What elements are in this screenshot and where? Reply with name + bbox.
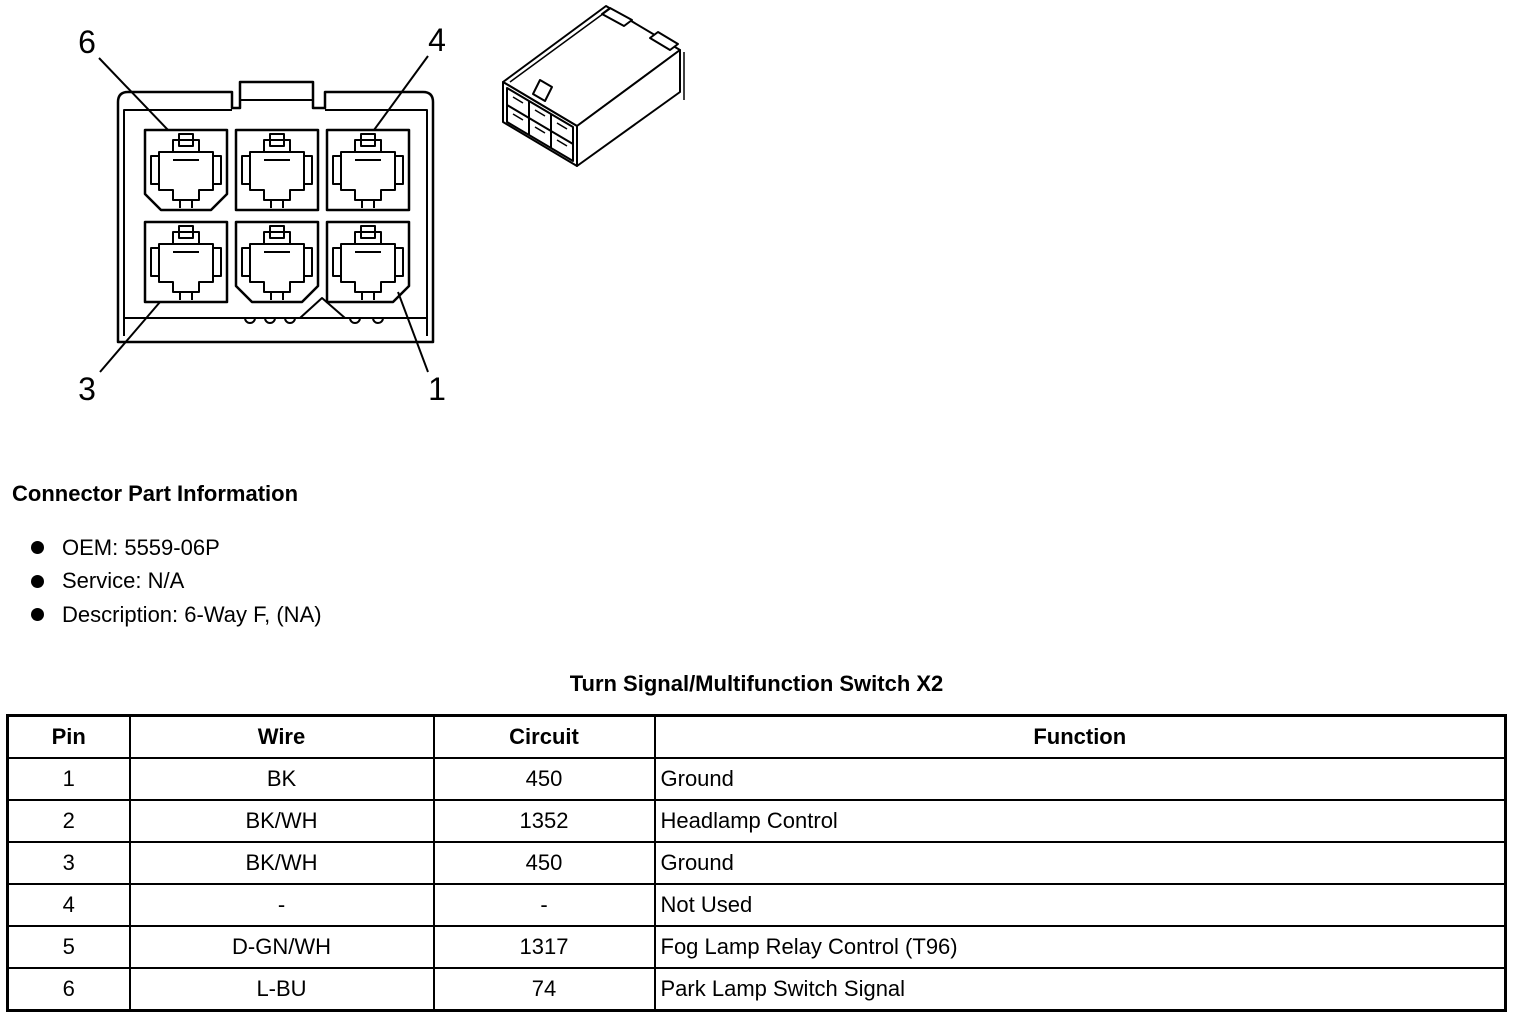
pinout-table: Pin Wire Circuit Function 1 BK 450 Groun… bbox=[6, 714, 1507, 1012]
connector-3d-edge-line bbox=[509, 7, 685, 100]
cavity-pin-2 bbox=[234, 220, 320, 304]
connector-latch-bumps bbox=[244, 317, 384, 324]
cell-pin: 2 bbox=[6, 799, 131, 843]
callout-pin-4: 4 bbox=[428, 22, 446, 58]
cell-circuit: 74 bbox=[432, 967, 656, 1012]
callout-pin-6: 6 bbox=[78, 24, 96, 60]
cell-wire: - bbox=[128, 883, 435, 927]
part-info-heading: Connector Part Information bbox=[12, 481, 299, 506]
header-function: Function bbox=[653, 714, 1507, 759]
cell-function: Fog Lamp Relay Control (T96) bbox=[653, 925, 1507, 969]
connector-3d-tab-right bbox=[649, 31, 679, 51]
cell-function: Ground bbox=[653, 841, 1507, 885]
cavity-pin-4 bbox=[325, 128, 411, 212]
leader-pin-4 bbox=[373, 55, 429, 131]
cell-function: Headlamp Control bbox=[653, 799, 1507, 843]
cell-circuit: - bbox=[432, 883, 656, 927]
part-info-item: Service: N/A bbox=[0, 565, 322, 599]
cell-wire: L-BU bbox=[128, 967, 435, 1012]
cell-pin: 5 bbox=[6, 925, 131, 969]
callout-pin-1: 1 bbox=[428, 371, 446, 407]
cell-pin: 6 bbox=[6, 967, 131, 1012]
callout-leaders bbox=[98, 55, 429, 373]
part-info-item: Description: 6-Way F, (NA) bbox=[0, 598, 322, 632]
table-row: 2 BK/WH 1352 Headlamp Control bbox=[6, 799, 1507, 843]
part-info-item: OEM: 5559-06P bbox=[0, 531, 322, 565]
cell-circuit: 1352 bbox=[432, 799, 656, 843]
bullet-icon bbox=[31, 541, 44, 555]
connector-3d-latch bbox=[532, 79, 553, 102]
bullet-icon bbox=[31, 608, 44, 622]
leader-pin-1 bbox=[397, 291, 429, 373]
header-pin: Pin bbox=[6, 714, 131, 759]
cavity-pin-3 bbox=[143, 220, 229, 304]
table-header-row: Pin Wire Circuit Function bbox=[6, 714, 1507, 759]
cell-pin: 3 bbox=[6, 841, 131, 885]
table-row: 3 BK/WH 450 Ground bbox=[6, 841, 1507, 885]
table-row: 6 L-BU 74 Park Lamp Switch Signal bbox=[6, 967, 1507, 1012]
part-info-oem: OEM: 5559-06P bbox=[62, 534, 220, 560]
part-info-service: Service: N/A bbox=[62, 568, 185, 594]
connector-3d-cell-dividers bbox=[506, 101, 574, 148]
bullet-icon bbox=[31, 574, 44, 588]
cell-circuit: 450 bbox=[432, 841, 656, 885]
cell-circuit: 1317 bbox=[432, 925, 656, 969]
cell-wire: BK/WH bbox=[128, 841, 435, 885]
table-row: 5 D-GN/WH 1317 Fog Lamp Relay Control (T… bbox=[6, 925, 1507, 969]
cell-function: Park Lamp Switch Signal bbox=[653, 967, 1507, 1012]
cell-wire: BK/WH bbox=[128, 799, 435, 843]
cell-pin: 4 bbox=[6, 883, 131, 927]
connector-3d-view bbox=[502, 5, 685, 167]
cell-circuit: 450 bbox=[432, 757, 656, 801]
cell-function: Ground bbox=[653, 757, 1507, 801]
cell-wire: BK bbox=[128, 757, 435, 801]
cell-pin: 1 bbox=[6, 757, 131, 801]
header-circuit: Circuit bbox=[432, 714, 656, 759]
connector-inner-wall bbox=[123, 99, 428, 336]
part-info-description: Description: 6-Way F, (NA) bbox=[62, 601, 322, 627]
connector-body-outline bbox=[116, 80, 435, 344]
leader-pin-3 bbox=[99, 301, 161, 373]
header-wire: Wire bbox=[128, 714, 435, 759]
cell-wire: D-GN/WH bbox=[128, 925, 435, 969]
part-info-list: OEM: 5559-06P Service: N/A Description: … bbox=[0, 531, 322, 632]
cavity-pin-5 bbox=[234, 128, 320, 212]
leader-pin-6 bbox=[98, 57, 169, 131]
callout-pin-3: 3 bbox=[78, 371, 96, 407]
table-title: Turn Signal/Multifunction Switch X2 bbox=[569, 671, 944, 696]
cell-function: Not Used bbox=[653, 883, 1507, 927]
cavity-pin-1 bbox=[325, 220, 411, 304]
connector-3d-cell-marks bbox=[512, 96, 568, 147]
connector-diagram: 6 4 3 1 bbox=[78, 5, 685, 407]
table-row: 4 - - Not Used bbox=[6, 883, 1507, 927]
table-row: 1 BK 450 Ground bbox=[6, 757, 1507, 801]
connector-face bbox=[116, 80, 435, 344]
cavity-pin-6 bbox=[143, 128, 229, 212]
polarization-key bbox=[299, 297, 346, 319]
